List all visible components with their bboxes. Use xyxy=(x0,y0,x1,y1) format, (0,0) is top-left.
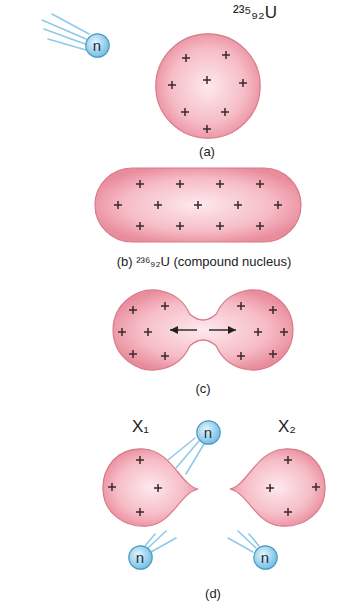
charge-sign xyxy=(203,125,211,133)
neutron: n xyxy=(196,420,221,445)
charge-sign xyxy=(136,456,144,464)
nucleus: ²³⁵₉₂U xyxy=(155,33,261,139)
nucleus: X₁ xyxy=(100,445,200,530)
neutron-outline xyxy=(196,420,219,443)
neutron: n xyxy=(128,545,153,570)
nucleus-label: ²³⁵₉₂U xyxy=(233,3,277,23)
neutron-symbol: n xyxy=(93,37,101,54)
charge-sign xyxy=(168,81,176,89)
nucleus-shape xyxy=(228,445,328,530)
panel-label: (d) xyxy=(205,586,221,601)
charge-sign xyxy=(136,508,144,516)
charge-sign xyxy=(284,456,292,464)
neutron-symbol: n xyxy=(136,549,144,566)
neutron-symbol: n xyxy=(261,549,269,566)
nucleus-label: X₁ xyxy=(132,417,149,437)
charge-sign xyxy=(182,54,190,62)
panel-caption: (b) ²³⁶₉₂U (compound nucleus) xyxy=(117,254,292,269)
fragment-outline xyxy=(103,449,198,526)
charge-sign xyxy=(221,108,229,116)
neutron: n xyxy=(85,33,110,58)
charge-sign xyxy=(154,484,162,492)
nucleus-shape xyxy=(155,33,261,139)
charge-sign xyxy=(266,484,274,492)
charge-sign xyxy=(181,108,189,116)
neutron-symbol: n xyxy=(204,424,212,441)
compound-nucleus xyxy=(95,168,301,242)
panel-label: (c) xyxy=(195,381,210,396)
panel-label: (a) xyxy=(199,144,215,159)
nucleus-label: X₂ xyxy=(278,417,296,437)
neutron-outline xyxy=(253,545,276,568)
deformed-nucleus xyxy=(113,290,293,370)
nucleus-outline xyxy=(156,34,260,138)
neutron-outline xyxy=(128,545,151,568)
charge-sign xyxy=(284,508,292,516)
neutron-outline xyxy=(85,33,108,56)
charge-sign xyxy=(108,483,116,491)
charge-sign xyxy=(222,51,230,59)
nucleus-shape xyxy=(100,445,200,530)
charge-sign xyxy=(239,79,247,87)
nucleus: X₂ xyxy=(228,445,328,530)
fragment-outline xyxy=(230,449,325,526)
charge-sign xyxy=(312,483,320,491)
charge-sign xyxy=(203,76,211,84)
neutron: n xyxy=(253,545,278,570)
